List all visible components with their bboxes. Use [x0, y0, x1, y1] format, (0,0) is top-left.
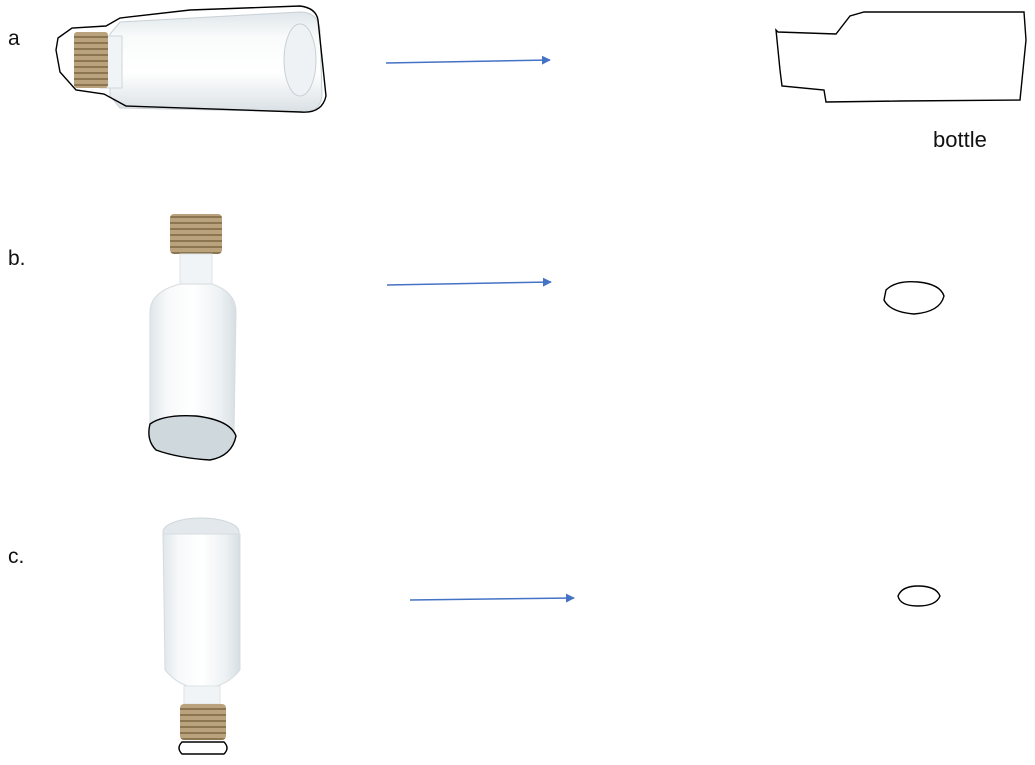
- arrow-c: [410, 598, 574, 600]
- neck-outline-sketch: [898, 586, 940, 606]
- bottle-outline-sketch: [776, 12, 1026, 102]
- bottle-photo-b: [149, 214, 236, 460]
- arrow-a: [386, 60, 550, 63]
- arrow-b: [387, 282, 551, 285]
- bottle-photo-c: [163, 518, 240, 754]
- bottle-photo-a: [56, 6, 326, 112]
- base-outline-sketch: [884, 282, 944, 314]
